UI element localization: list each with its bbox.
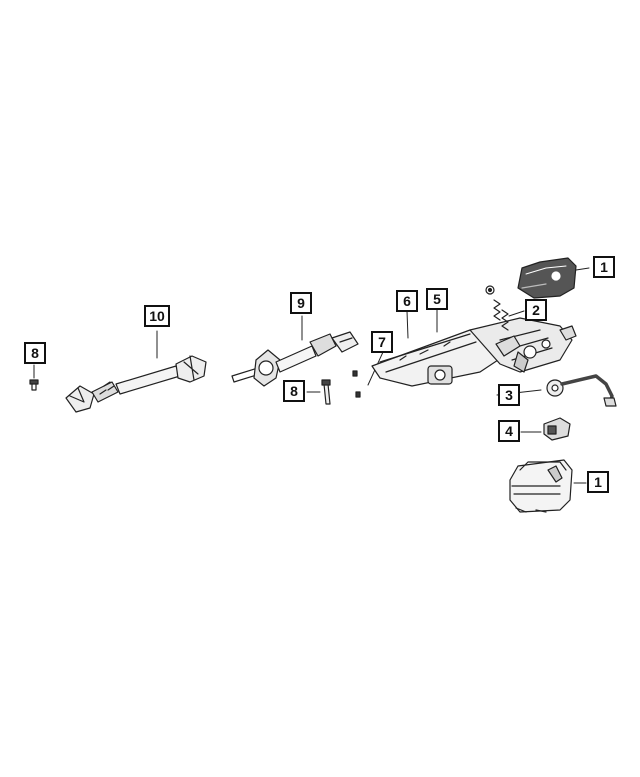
part-7-pins xyxy=(352,370,361,398)
callout-part-1-lower: 1 xyxy=(587,471,609,493)
part-10-intermediate-shaft xyxy=(65,355,207,413)
callout-part-3: 3 xyxy=(498,384,520,406)
callout-part-6: 6 xyxy=(396,290,418,312)
callout-part-9: 9 xyxy=(290,292,312,314)
part-9-upper-shaft xyxy=(231,331,359,387)
callout-part-10: 10 xyxy=(144,305,170,327)
callout-part-7: 7 xyxy=(371,331,393,353)
part-8-bolt xyxy=(321,379,331,405)
part-3-switch-cable xyxy=(546,374,617,407)
callout-part-4: 4 xyxy=(498,420,520,442)
part-1-lower-shroud xyxy=(509,459,573,513)
part-1-upper-shroud xyxy=(517,257,577,299)
part-4-module xyxy=(543,417,571,441)
callout-part-1-upper: 1 xyxy=(593,256,615,278)
part-8-screw-left xyxy=(29,379,39,391)
callout-part-8-bolt: 8 xyxy=(283,380,305,402)
callout-part-5: 5 xyxy=(426,288,448,310)
callout-part-2: 2 xyxy=(525,299,547,321)
part-2-spring xyxy=(485,285,509,331)
callout-part-8-left: 8 xyxy=(24,342,46,364)
parts-5-6-column-housing xyxy=(371,317,577,387)
